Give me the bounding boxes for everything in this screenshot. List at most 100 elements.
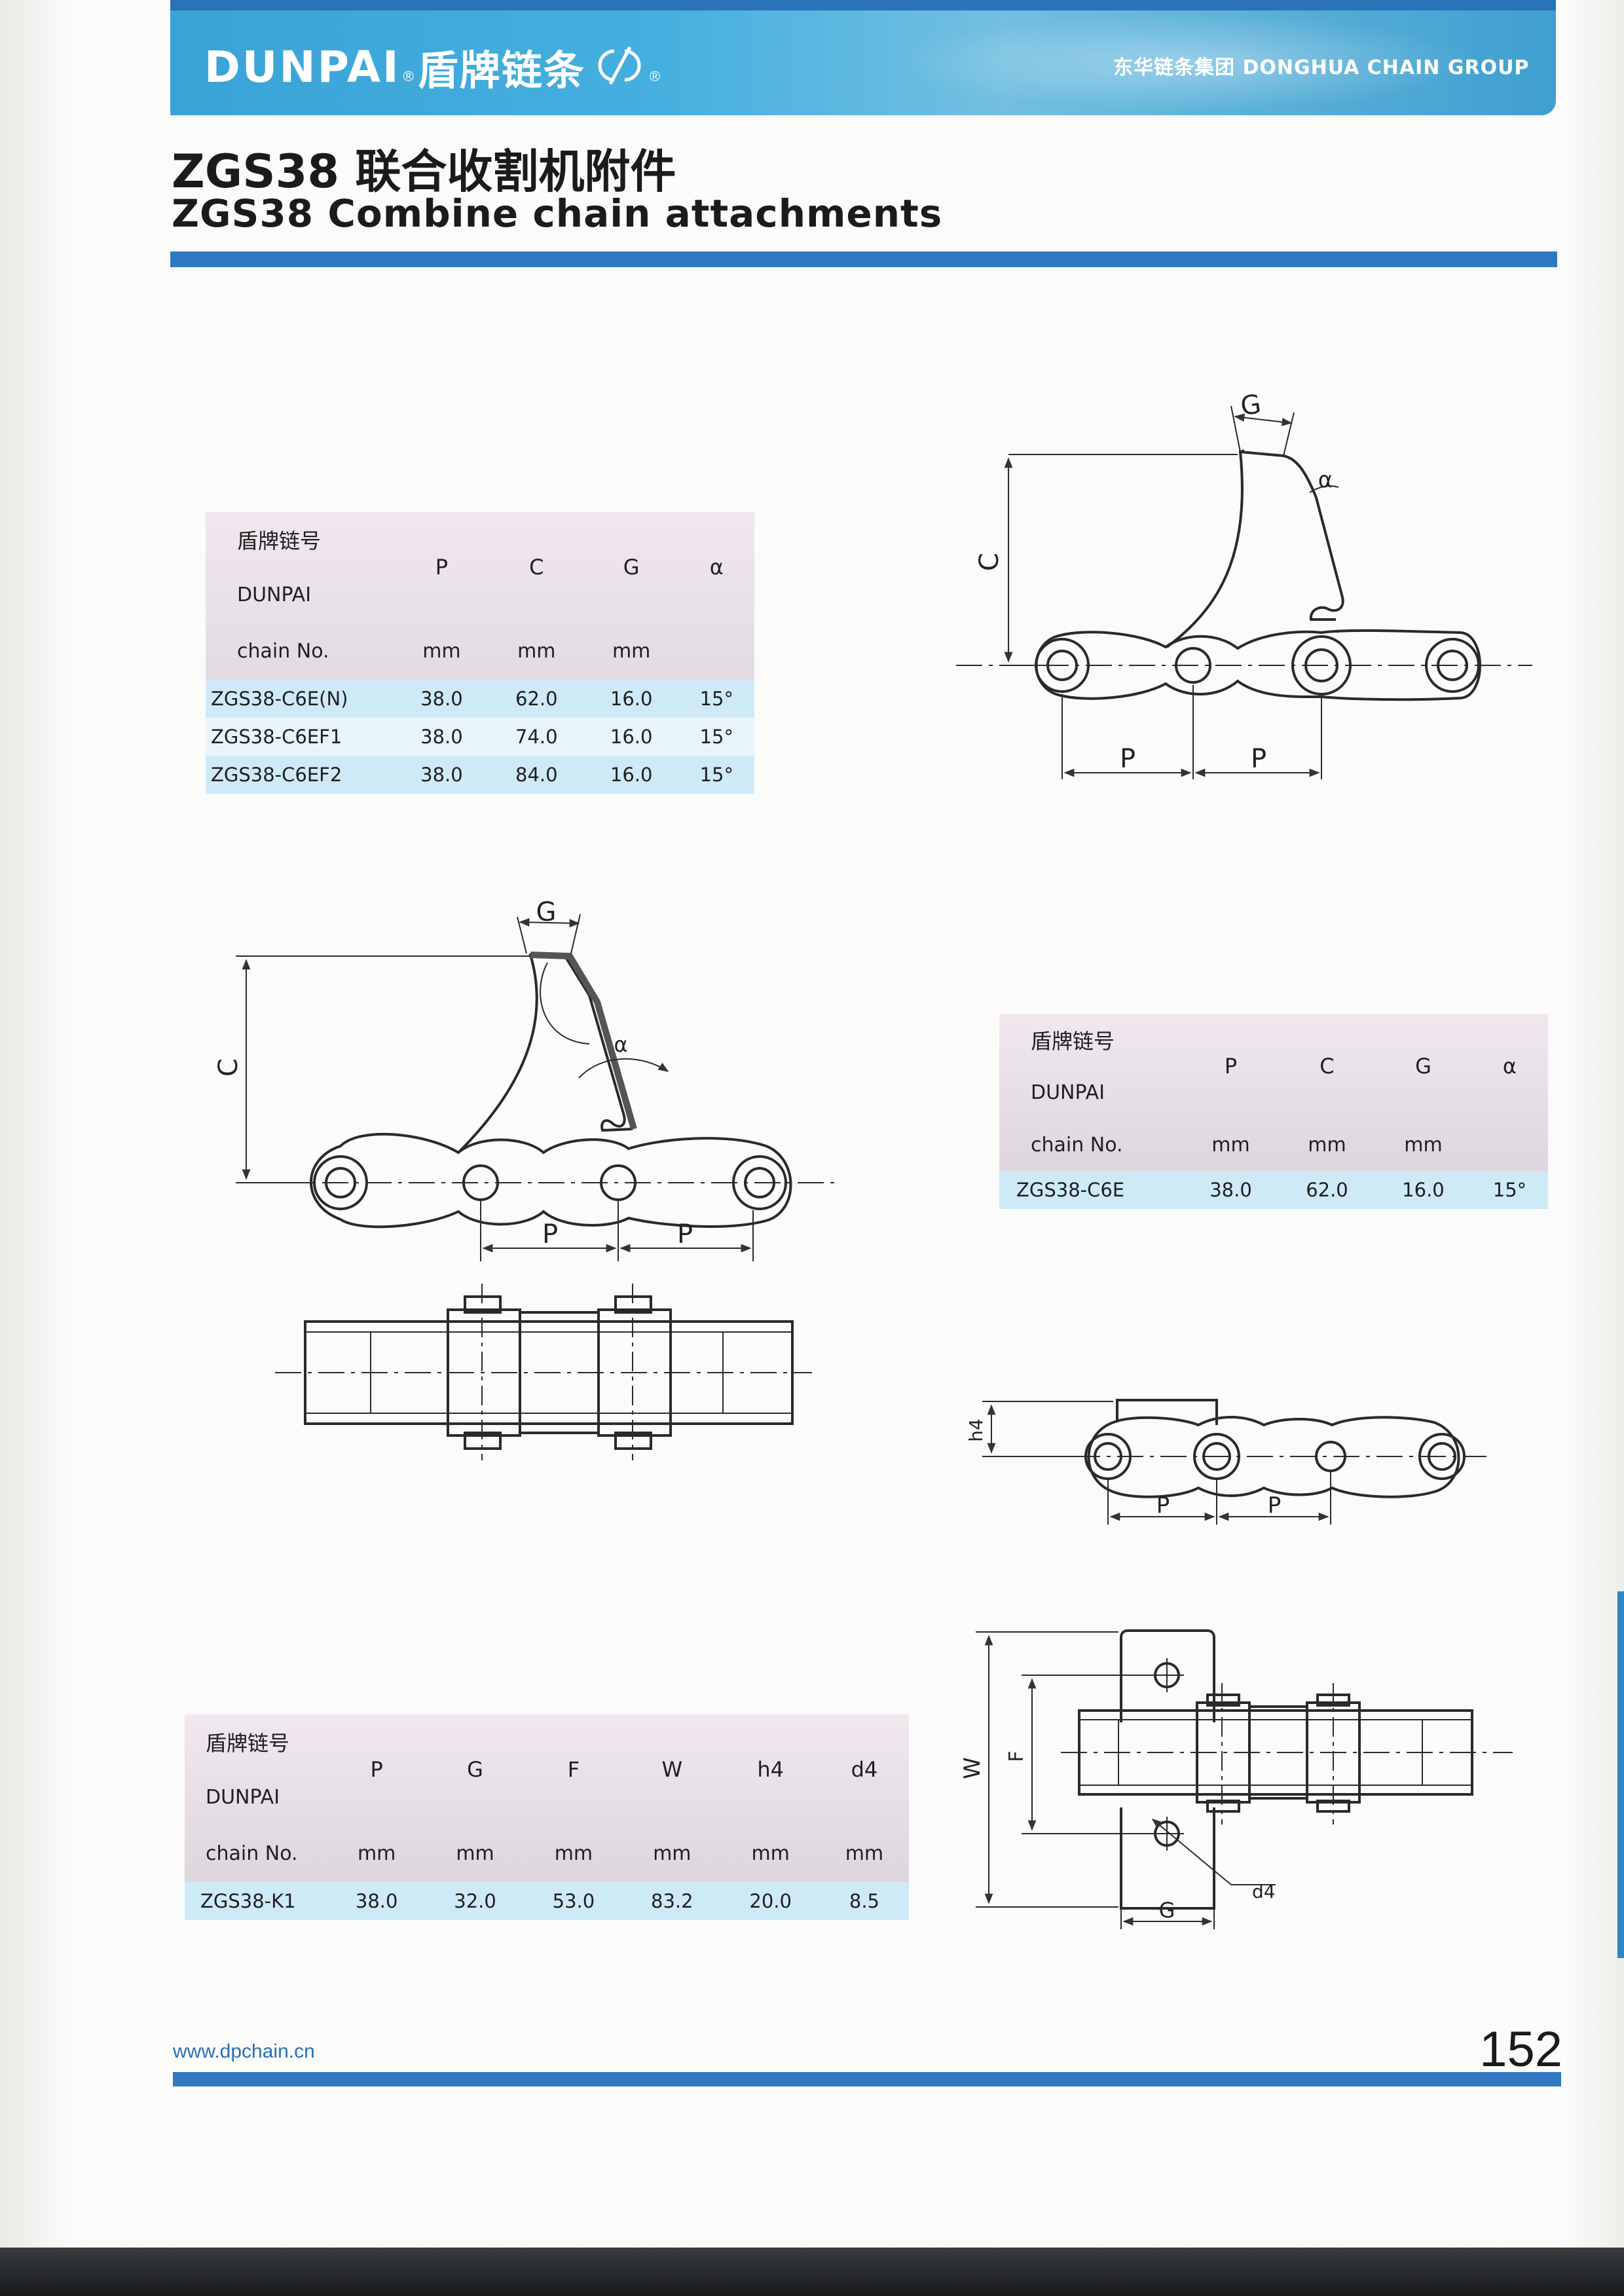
g-cell: 32.0 (426, 1882, 525, 1920)
unit-g: mm (456, 1842, 494, 1865)
col-p: P (370, 1757, 383, 1782)
dim-label-alpha: α (1318, 467, 1333, 493)
brand-logo: DUNPAI ® 盾牌链条 ® (204, 41, 664, 95)
label-dunpai-cn: 盾牌链号 (237, 528, 322, 553)
col-w: W (661, 1757, 683, 1782)
label-dunpai-cn: 盾牌链号 (206, 1731, 290, 1756)
chain-no-cell: ZGS38-C6E (999, 1171, 1183, 1209)
table-row: ZGS38-C6EF1 38.0 74.0 16.0 15° (206, 718, 754, 756)
dim-label-alpha: α (614, 1032, 627, 1057)
col-g: G (1415, 1054, 1431, 1079)
unit-c: mm (517, 639, 556, 663)
unit-d4: mm (845, 1842, 884, 1865)
drawing-c6e-side-view (236, 914, 838, 1261)
dim-label-p: P (677, 1219, 693, 1250)
header-band (170, 0, 1556, 115)
col-alpha: α (1502, 1054, 1517, 1079)
header-sheen (891, 13, 1480, 111)
drawing-c6en-side-view (956, 405, 1532, 779)
table-row: ZGS38-C6EF2 38.0 84.0 16.0 15° (206, 756, 754, 794)
col-p: P (1224, 1054, 1238, 1079)
chain-no-cell: ZGS38-C6E(N) (206, 680, 394, 718)
col-h4: h4 (757, 1757, 784, 1782)
label-dunpai: DUNPAI (1031, 1081, 1105, 1104)
f-cell: 53.0 (524, 1882, 623, 1920)
page-title-en: ZGS38 Combine chain attachments (172, 191, 943, 236)
g-cell: 16.0 (583, 718, 679, 756)
label-dunpai: DUNPAI (206, 1785, 280, 1809)
logo-registered-mark: ® (649, 68, 661, 84)
col-g: G (623, 555, 640, 580)
unit-h4: mm (751, 1842, 790, 1865)
unit-p: mm (1211, 1133, 1250, 1157)
c-cell: 62.0 (489, 680, 584, 718)
drawing-c6e-top-view (275, 1284, 812, 1460)
g-cell: 16.0 (583, 680, 679, 718)
label-chain-no: chain No. (206, 1842, 298, 1865)
col-g: G (467, 1757, 483, 1782)
website-link[interactable]: www.dpchain.cn (173, 2041, 315, 2062)
g-cell: 16.0 (1375, 1171, 1471, 1209)
scan-bottom-border (0, 2248, 1624, 2296)
page-title-cn: ZGS38 联合收割机附件 (172, 145, 676, 198)
dim-label-g: G (1239, 389, 1263, 422)
chain-no-cell: ZGS38-K1 (185, 1882, 327, 1920)
brand-name-en: DUNPAI (204, 41, 401, 92)
c-cell: 74.0 (489, 718, 584, 756)
dim-label-p: P (1156, 1492, 1170, 1519)
alpha-cell: 15° (678, 680, 754, 718)
drawing-k1-top-view (976, 1629, 1513, 1929)
c-cell: 84.0 (489, 756, 584, 794)
spec-table-k1: 盾牌链号 P G F W h4 d4 DUNPAI chain No. mm m… (185, 1714, 909, 1920)
chain-no-cell: ZGS38-C6EF2 (206, 756, 394, 794)
p-cell: 38.0 (394, 718, 489, 756)
c-cell: 62.0 (1278, 1171, 1375, 1209)
unit-p: mm (357, 1842, 396, 1865)
dim-label-w: W (959, 1757, 986, 1779)
dim-label-p: P (1251, 744, 1266, 774)
table-row: ZGS38-K1 38.0 32.0 53.0 83.2 20.0 8.5 (185, 1882, 909, 1920)
dim-label-c: C (213, 1058, 244, 1077)
dim-label-p: P (542, 1219, 558, 1250)
spec-table-c6e: 盾牌链号 P C G α DUNPAI chain No. mm mm mm Z… (999, 1014, 1548, 1209)
spec-table-c6e-series: 盾牌链号 P C G α DUNPAI chain No. mm mm mm Z… (206, 512, 754, 794)
group-name: 东华链条集团 DONGHUA CHAIN GROUP (1113, 56, 1530, 79)
label-chain-no: chain No. (1031, 1133, 1123, 1157)
label-dunpai: DUNPAI (237, 583, 312, 606)
unit-c: mm (1308, 1133, 1346, 1157)
unit-g: mm (612, 639, 651, 663)
dim-label-f: F (1005, 1750, 1028, 1762)
w-cell: 83.2 (623, 1882, 722, 1920)
header-stripe (170, 0, 1556, 10)
title-rule (170, 251, 1557, 267)
dp-logo-icon (595, 45, 647, 90)
p-cell: 38.0 (394, 680, 489, 718)
unit-p: mm (422, 639, 461, 663)
h4-cell: 20.0 (721, 1882, 820, 1920)
brand-name-cn: 盾牌链条 (417, 46, 585, 94)
alpha-cell: 15° (678, 718, 754, 756)
p-cell: 38.0 (327, 1882, 426, 1920)
p-cell: 38.0 (394, 756, 489, 794)
chain-no-cell: ZGS38-C6EF1 (206, 718, 394, 756)
dim-label-g: G (536, 897, 557, 927)
p-cell: 38.0 (1183, 1171, 1279, 1209)
alpha-cell: 15° (678, 756, 754, 794)
d4-cell: 8.5 (819, 1882, 909, 1920)
scan-edge-strip (1617, 1591, 1624, 1958)
dim-label-p: P (1120, 744, 1135, 774)
table-row: ZGS38-C6E 38.0 62.0 16.0 15° (999, 1171, 1548, 1209)
alpha-cell: 15° (1471, 1171, 1548, 1209)
dim-label-g: G (1159, 1898, 1175, 1923)
col-f: F (567, 1757, 580, 1782)
brand-registered-mark: ® (403, 68, 414, 84)
unit-f: mm (554, 1842, 593, 1865)
col-c: C (529, 555, 544, 580)
dim-label-c: C (974, 553, 1005, 571)
label-dunpai-cn: 盾牌链号 (1031, 1029, 1115, 1054)
dim-label-d4: d4 (1252, 1881, 1276, 1902)
g-cell: 16.0 (583, 756, 679, 794)
footer-rule (173, 2072, 1561, 2086)
dim-label-p: P (1268, 1492, 1282, 1519)
